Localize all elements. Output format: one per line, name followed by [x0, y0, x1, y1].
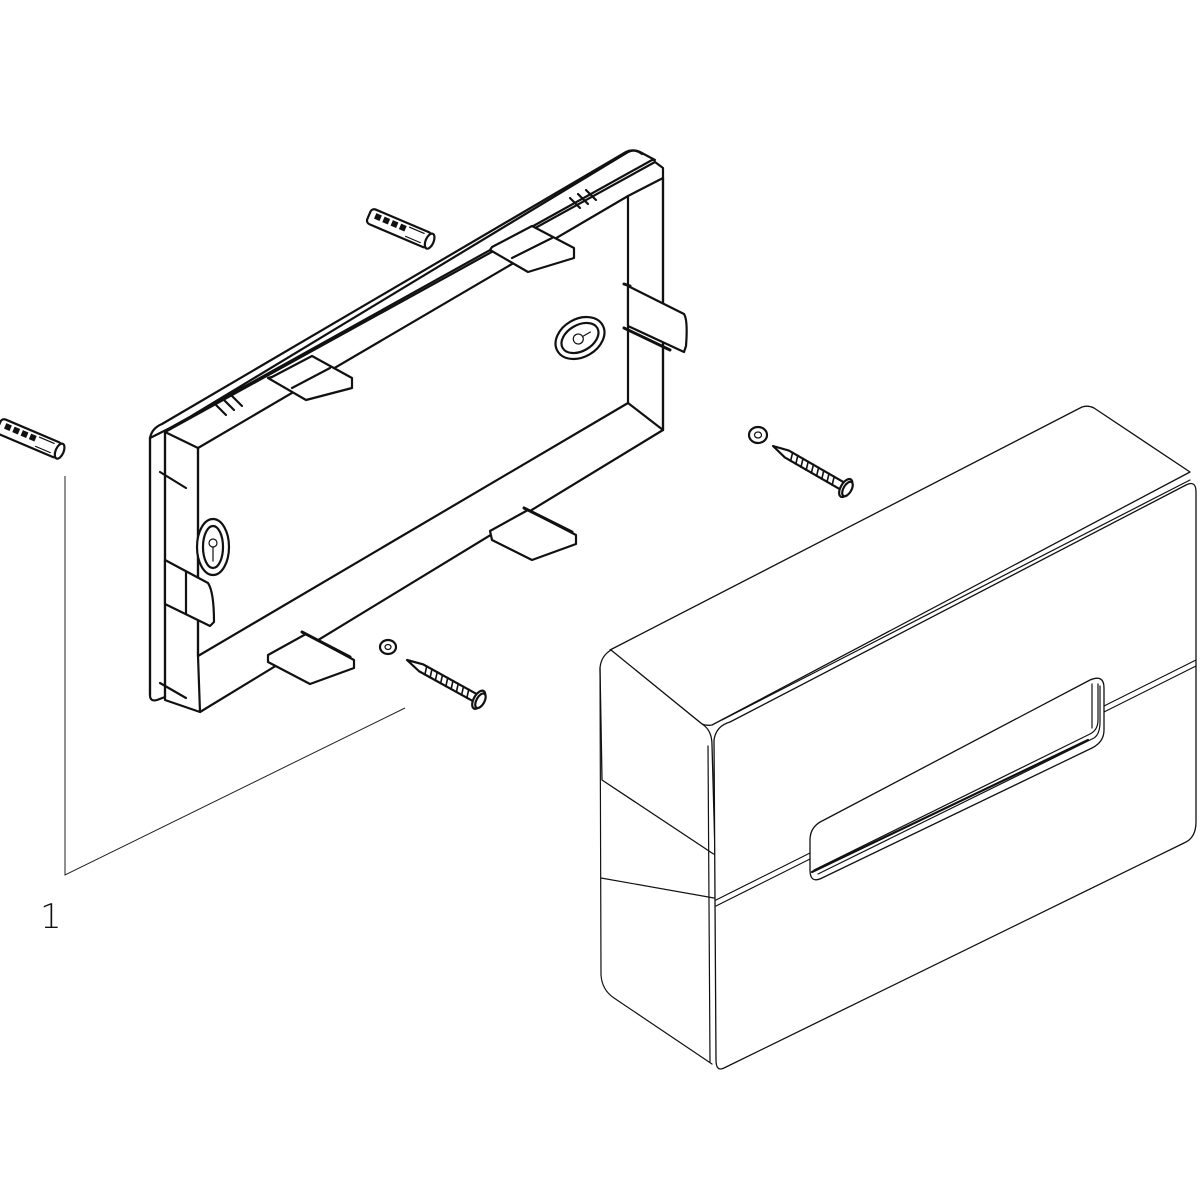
cover-seam-side — [600, 877, 715, 899]
clip-bottom-left — [266, 630, 356, 686]
clip-top-left — [266, 354, 354, 402]
wall-plug-top-icon — [365, 208, 436, 250]
clip-right — [622, 282, 688, 354]
clip-top-right — [488, 224, 576, 274]
callout-label-1: 1 — [40, 897, 62, 937]
wall-plug-left-icon — [0, 418, 66, 460]
leader-upper — [602, 420, 708, 481]
frame-ribs-top-left — [214, 394, 244, 417]
washer-lower-icon — [378, 507, 398, 656]
washer-upper-icon — [747, 425, 769, 445]
cover-dispensing-slot — [809, 677, 1105, 881]
dispenser-cover — [599, 405, 1197, 1070]
screw-upper-icon — [771, 444, 854, 499]
mounting-frame — [148, 149, 688, 714]
screw-lower-icon — [405, 658, 487, 710]
frame-rib-left-2 — [158, 681, 188, 700]
clip-left — [163, 558, 216, 628]
frame-rib-left-1 — [158, 470, 188, 490]
callout-leader-lines — [64, 476, 406, 876]
frame-ribs-top-right — [568, 188, 598, 210]
keyhole-slot-right — [554, 315, 606, 361]
keyhole-slot-left — [195, 517, 231, 577]
clip-bottom-right — [488, 506, 578, 562]
